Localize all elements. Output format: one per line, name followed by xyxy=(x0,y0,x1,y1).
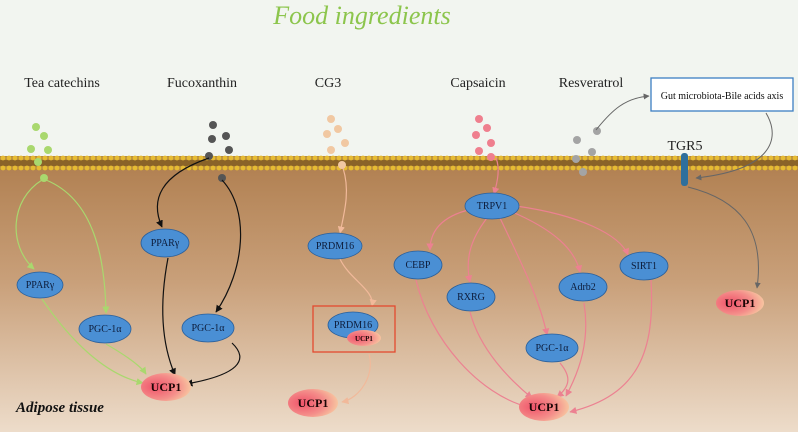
svg-text:PGC-1α: PGC-1α xyxy=(88,324,122,335)
tgr5-receptor xyxy=(681,153,688,186)
arrow-gut-to-tgr5 xyxy=(695,112,773,181)
capsaicin-molecules xyxy=(472,115,495,161)
node-rxrg: RXRG xyxy=(446,282,496,312)
diagram-title: Food ingredients xyxy=(272,1,450,30)
cg3-molecules xyxy=(323,115,349,169)
ucp1-cg3: UCP1 xyxy=(288,389,338,417)
node-sirt1: SIRT1 xyxy=(619,251,669,281)
svg-text:CEBP: CEBP xyxy=(405,260,430,271)
ucp1-tea-fuco: UCP1 xyxy=(141,373,191,401)
node-ucp1-complex: UCP1 xyxy=(347,330,381,346)
capsaicin-arrows xyxy=(415,157,653,414)
label-resveratrol: Resveratrol xyxy=(559,76,624,91)
label-capsaicin: Capsaicin xyxy=(450,76,505,91)
svg-text:PPARγ: PPARγ xyxy=(151,238,180,249)
tea-catechins-arrows xyxy=(15,179,147,386)
svg-text:RXRG: RXRG xyxy=(457,292,485,303)
svg-text:PPARγ: PPARγ xyxy=(26,280,55,291)
cell-membrane xyxy=(0,155,798,171)
svg-text:UCP1: UCP1 xyxy=(355,335,373,343)
adipose-tissue-area xyxy=(0,160,798,432)
adipose-tissue-label: Adipose tissue xyxy=(15,400,104,416)
gut-microbiota-label: Gut microbiota-Bile acids axis xyxy=(661,91,784,102)
label-tea-catechins: Tea catechins xyxy=(24,76,100,91)
node-pparg-tea: PPARγ xyxy=(16,271,64,299)
node-cebp: CEBP xyxy=(393,250,443,280)
svg-text:PGC-1α: PGC-1α xyxy=(535,343,569,354)
node-pparg-fuco: PPARγ xyxy=(140,228,190,258)
node-pgc1a-caps: PGC-1α xyxy=(525,333,579,363)
node-adrb2: Adrb2 xyxy=(558,272,608,302)
svg-text:UCP1: UCP1 xyxy=(725,296,756,310)
prdm16-ucp1-complex-box xyxy=(312,305,396,353)
svg-text:SIRT1: SIRT1 xyxy=(631,261,657,272)
ucp1-resveratrol: UCP1 xyxy=(716,290,764,316)
tea-catechin-molecules xyxy=(27,123,52,182)
svg-text:Adrb2: Adrb2 xyxy=(570,282,596,293)
node-pgc1a-fuco: PGC-1α xyxy=(181,313,235,343)
node-prdm16-cg3: PRDM16 xyxy=(307,232,363,260)
svg-text:TRPV1: TRPV1 xyxy=(477,201,508,212)
svg-text:PRDM16: PRDM16 xyxy=(316,241,354,252)
resveratrol-molecules xyxy=(572,127,601,176)
fucoxanthin-molecules xyxy=(205,121,233,182)
fucoxanthin-arrows xyxy=(156,157,242,387)
svg-text:UCP1: UCP1 xyxy=(529,400,560,414)
svg-text:UCP1: UCP1 xyxy=(298,396,329,410)
label-fucoxanthin: Fucoxanthin xyxy=(167,76,237,91)
svg-text:UCP1: UCP1 xyxy=(151,380,182,394)
label-cg3: CG3 xyxy=(315,76,341,91)
node-trpv1: TRPV1 xyxy=(464,192,520,220)
gut-microbiota-box xyxy=(650,77,794,112)
cg3-arrows xyxy=(337,167,377,405)
svg-text:PRDM16: PRDM16 xyxy=(334,320,372,331)
ucp1-capsaicin: UCP1 xyxy=(519,393,569,421)
arrow-tgr5-to-ucp1 xyxy=(687,186,761,289)
svg-text:PGC-1α: PGC-1α xyxy=(191,323,225,334)
label-tgr5: TGR5 xyxy=(668,139,703,154)
node-pgc1a-tea: PGC-1α xyxy=(78,314,132,344)
arrow-resveratrol-to-gut xyxy=(595,93,650,131)
